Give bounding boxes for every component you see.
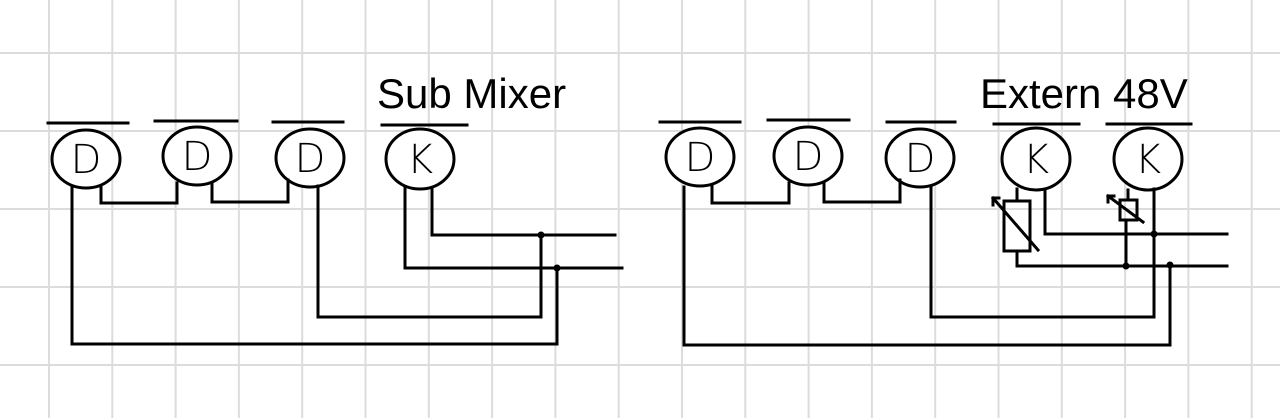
condenser-mic: K (380, 123, 469, 191)
dynamic-mic-1: D (658, 120, 742, 188)
junction-dot (1150, 230, 1158, 238)
wires (70, 178, 624, 346)
extern-48v-label: Extern 48V (980, 70, 1188, 117)
svg-text:D: D (295, 136, 326, 182)
dynamic-mic-2: D (766, 118, 851, 187)
junction-dot (1166, 261, 1174, 269)
svg-text:K: K (407, 137, 433, 183)
svg-text:D: D (793, 134, 824, 180)
condenser-mic-1: K (992, 122, 1081, 192)
svg-text:D: D (71, 137, 102, 183)
condenser-mic-2: K (1105, 122, 1193, 192)
junction-dot (553, 264, 561, 272)
extern-48v-diagram: Extern 48V D D D K K (658, 70, 1229, 347)
svg-text:K: K (1023, 137, 1049, 183)
variable-resistor-1 (990, 195, 1041, 253)
svg-text:K: K (1135, 137, 1161, 183)
wires (682, 178, 1229, 347)
dynamic-mic-3: D (271, 120, 346, 189)
svg-text:D: D (905, 136, 936, 182)
dynamic-mic-1: D (46, 121, 130, 190)
svg-text:D: D (685, 135, 716, 181)
junction-dot (537, 231, 545, 239)
dynamic-mic-2: D (153, 119, 239, 187)
dynamic-mic-3: D (884, 120, 957, 189)
svg-text:D: D (182, 134, 213, 180)
sub-mixer-diagram: Sub Mixer D D D K (46, 70, 624, 346)
junction-dot (1122, 262, 1130, 270)
sub-mixer-label: Sub Mixer (377, 70, 566, 117)
